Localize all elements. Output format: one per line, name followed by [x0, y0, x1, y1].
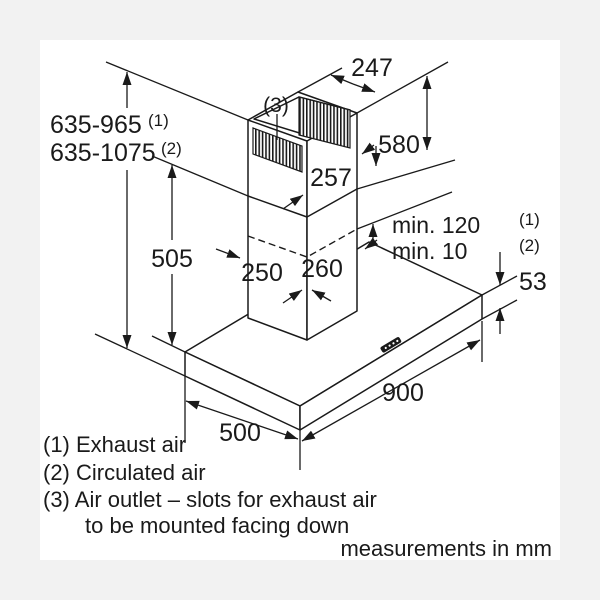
dim-height-range-circulated: 635-1075: [50, 139, 156, 167]
dim-canopy-width: 900: [382, 379, 424, 407]
chimney-joint-line: [247, 188, 358, 218]
measurements-note: measurements in mm: [340, 536, 552, 561]
air-outlet-slots-front: [252, 127, 303, 173]
dim-lower-chimney-height: 505: [151, 245, 193, 273]
dim-min-clearance-circulated-note: (2): [519, 236, 540, 255]
dim-canopy-height: 53: [519, 268, 547, 296]
dimension-lines: [122, 72, 505, 442]
legend-air-outlet: (3) Air outlet – slots for exhaust air: [43, 487, 377, 512]
air-outlet-marker-label: (3): [263, 94, 289, 117]
dimension-labels: 635-965 (1) 635-1075 (2) (3) 247 580 257…: [50, 54, 547, 447]
dim-chimney-depth: 257: [310, 164, 352, 192]
dim-height-range-exhaust-note: (1): [148, 111, 169, 130]
legend-exhaust-air: (1) Exhaust air: [43, 432, 186, 457]
dim-duct-base-left: 250: [241, 259, 283, 287]
dim-upper-chimney-height: 580: [378, 131, 420, 159]
dim-min-clearance-exhaust-note: (1): [519, 210, 540, 229]
dim-height-range-exhaust: 635-965: [50, 111, 142, 139]
chimney-duct: [247, 91, 358, 341]
dim-duct-base-right: 260: [301, 255, 343, 283]
legend-circulated-air: (2) Circulated air: [43, 460, 206, 485]
dim-canopy-depth: 500: [219, 419, 261, 447]
dim-top-width: 247: [351, 54, 393, 82]
chimney-overlap-dashed-line: [247, 228, 358, 258]
legend-air-outlet-continued: to be mounted facing down: [85, 513, 349, 538]
legend: (1) Exhaust air (2) Circulated air (3) A…: [43, 432, 552, 561]
dim-min-clearance-exhaust: min. 120: [392, 212, 480, 238]
extension-lines: [94, 61, 518, 470]
air-outlet-slots-inner: [298, 96, 351, 149]
dim-height-range-circulated-note: (2): [161, 139, 182, 158]
dim-min-clearance-circulated: min. 10: [392, 238, 467, 264]
